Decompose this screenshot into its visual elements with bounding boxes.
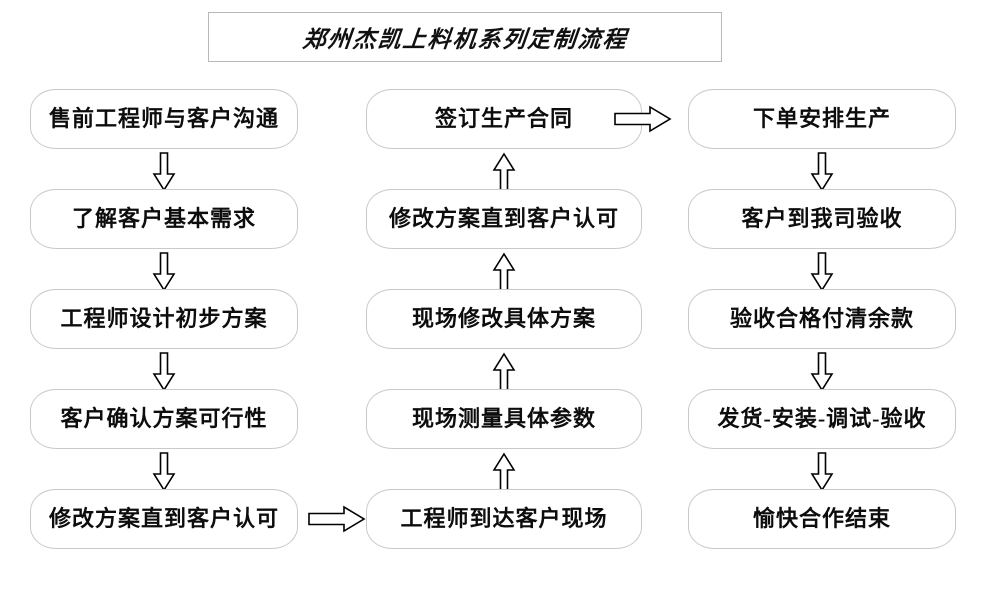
node-middle-2[interactable]: 修改方案直到客户认可 — [366, 189, 642, 249]
node-left-1-label: 售前工程师与客户沟通 — [48, 106, 279, 131]
node-right-2[interactable]: 客户到我司验收 — [688, 189, 956, 249]
down-arrow-left-1 — [151, 152, 177, 192]
node-middle-1[interactable]: 签订生产合同 — [366, 89, 642, 149]
right-arrow-left-to-middle — [308, 505, 366, 533]
down-arrow-left-4 — [151, 452, 177, 492]
node-right-3-label: 验收合格付清余款 — [729, 306, 914, 331]
node-middle-4-label: 现场测量具体参数 — [411, 406, 596, 431]
node-right-5-label: 愉快合作结束 — [752, 506, 891, 531]
right-arrow-middle-to-right — [614, 105, 672, 133]
node-right-5[interactable]: 愉快合作结束 — [688, 489, 956, 549]
node-left-3[interactable]: 工程师设计初步方案 — [30, 289, 298, 349]
down-arrow-left-3 — [151, 352, 177, 392]
page-title: 郑州杰凯上料机系列定制流程 — [300, 27, 629, 52]
node-right-4[interactable]: 发货-安装-调试-验收 — [688, 389, 956, 449]
down-arrow-right-1 — [809, 152, 835, 192]
node-left-4-label: 客户确认方案可行性 — [60, 406, 268, 431]
node-right-1-label: 下单安排生产 — [752, 106, 891, 131]
node-right-2-label: 客户到我司验收 — [741, 206, 903, 231]
up-arrow-middle-2 — [491, 252, 517, 292]
node-left-5-label: 修改方案直到客户认可 — [48, 506, 279, 531]
node-middle-4[interactable]: 现场测量具体参数 — [366, 389, 642, 449]
node-middle-5-label: 工程师到达客户现场 — [400, 506, 608, 531]
node-middle-2-label: 修改方案直到客户认可 — [388, 206, 619, 231]
node-middle-3[interactable]: 现场修改具体方案 — [366, 289, 642, 349]
down-arrow-right-3 — [809, 352, 835, 392]
node-middle-5[interactable]: 工程师到达客户现场 — [366, 489, 642, 549]
up-arrow-middle-1 — [491, 152, 517, 192]
down-arrow-left-2 — [151, 252, 177, 292]
down-arrow-right-2 — [809, 252, 835, 292]
node-middle-3-label: 现场修改具体方案 — [411, 306, 596, 331]
chart-title-box: 郑州杰凯上料机系列定制流程 — [208, 12, 722, 62]
down-arrow-right-4 — [809, 452, 835, 492]
node-right-3[interactable]: 验收合格付清余款 — [688, 289, 956, 349]
node-middle-1-label: 签订生产合同 — [434, 106, 573, 131]
node-left-1[interactable]: 售前工程师与客户沟通 — [30, 89, 298, 149]
node-left-4[interactable]: 客户确认方案可行性 — [30, 389, 298, 449]
node-left-5[interactable]: 修改方案直到客户认可 — [30, 489, 298, 549]
node-left-3-label: 工程师设计初步方案 — [60, 306, 268, 331]
node-right-4-label: 发货-安装-调试-验收 — [717, 406, 927, 431]
node-left-2[interactable]: 了解客户基本需求 — [30, 189, 298, 249]
node-right-1[interactable]: 下单安排生产 — [688, 89, 956, 149]
up-arrow-middle-3 — [491, 352, 517, 392]
up-arrow-middle-4 — [491, 452, 517, 492]
node-left-2-label: 了解客户基本需求 — [71, 206, 256, 231]
